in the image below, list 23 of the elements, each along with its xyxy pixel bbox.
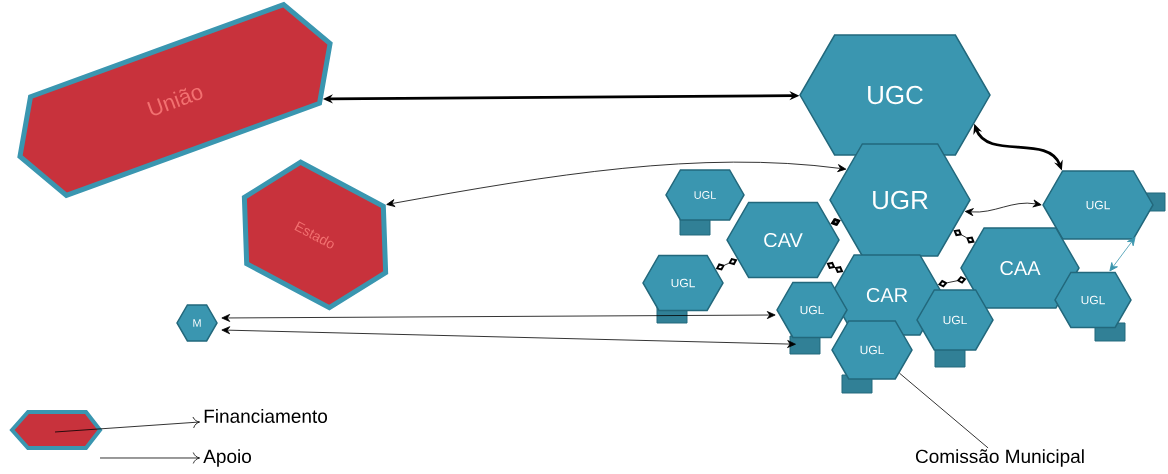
hexagon-box: M xyxy=(176,304,218,342)
hexagon-box: UGL xyxy=(1054,271,1132,329)
hexagon-box: UGL xyxy=(1042,170,1154,240)
legend-label: Apoio xyxy=(203,449,251,467)
hexagon-box: UGL xyxy=(642,254,724,312)
connector xyxy=(964,199,1042,217)
connector xyxy=(221,311,776,322)
legend-label: Financiamento xyxy=(204,409,327,423)
hexagon-box: União xyxy=(17,1,333,199)
hexagon-box: UGL xyxy=(831,320,913,380)
connector xyxy=(953,229,975,244)
hexagon-box: UGL xyxy=(916,289,994,351)
hexagon-box: CAV xyxy=(726,201,840,279)
hexagon-box: CAA xyxy=(960,227,1080,309)
connector xyxy=(386,161,847,207)
hexagon-box: UGL xyxy=(776,281,848,339)
connector xyxy=(899,372,989,449)
connector xyxy=(1109,236,1136,272)
connector xyxy=(221,326,796,348)
hexagon-box: UGC xyxy=(799,34,991,156)
caption-text: Comissão Municipal xyxy=(915,449,1084,467)
hexagon-box: UGR xyxy=(829,143,971,257)
hexagon-box: UGL xyxy=(665,169,745,221)
